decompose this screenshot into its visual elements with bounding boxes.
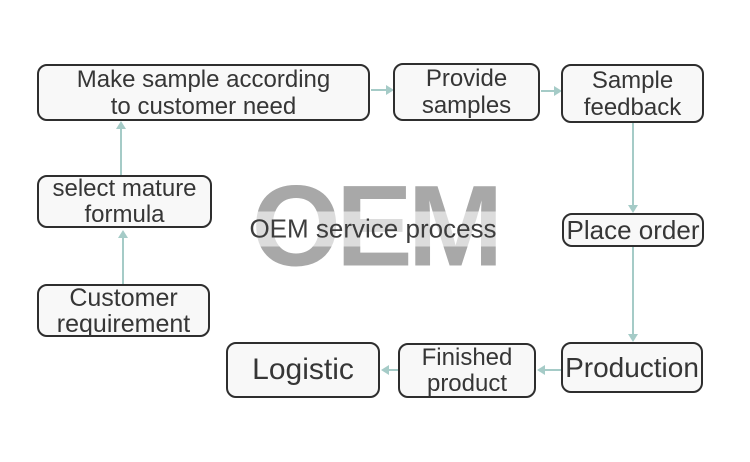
arrow-sample-feedback-to-place-order	[628, 123, 638, 213]
arrow-provide-samples-to-sample-feedback	[541, 86, 562, 96]
node-finished-product: Finished product	[398, 343, 536, 398]
node-make-sample: Make sample according to customer need	[37, 64, 370, 121]
node-select-mature-formula: select mature formula	[37, 175, 212, 228]
node-production: Production	[561, 342, 703, 393]
node-logistic: Logistic	[226, 342, 380, 398]
arrow-finished-product-to-logistic	[381, 365, 398, 375]
diagram-title: OEM service process	[243, 211, 503, 247]
node-provide-samples: Provide samples	[393, 63, 540, 121]
node-customer-requirement: Customer requirement	[37, 284, 210, 337]
arrow-customer-requirement-to-select-mature-formula	[118, 230, 128, 284]
arrow-place-order-to-production	[628, 247, 638, 342]
arrow-make-sample-to-provide-samples	[371, 85, 394, 95]
node-place-order: Place order	[562, 213, 704, 247]
arrow-production-to-finished-product	[537, 365, 561, 375]
node-sample-feedback: Sample feedback	[561, 64, 704, 123]
arrow-select-mature-formula-to-make-sample	[116, 121, 126, 175]
